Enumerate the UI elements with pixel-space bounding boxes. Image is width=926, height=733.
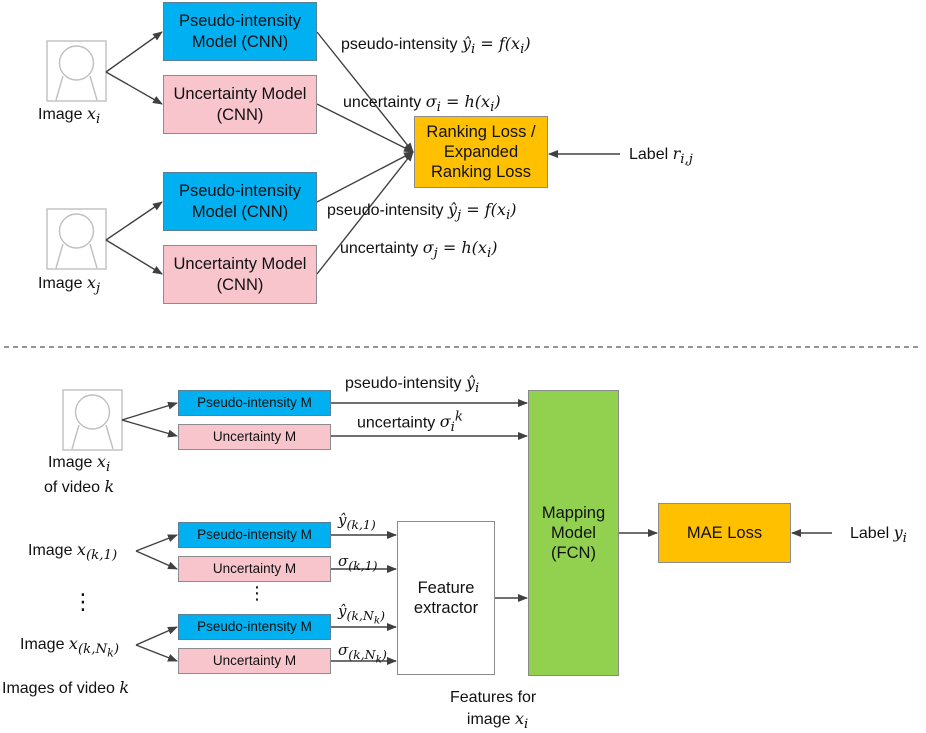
frame-last-label: Image x(k,Nk) [20, 634, 120, 660]
pseudo-intensity-j-text: pseudo-intensity ŷj = f(xi) [327, 200, 517, 224]
uncertainty-m-last: Uncertainty M [178, 648, 331, 674]
uncertainty-m-first: Uncertainty M [178, 556, 331, 582]
frames-vdots: ⋮ [72, 589, 94, 614]
uncertainty-model-j: Uncertainty Model (CNN) [163, 245, 317, 304]
image-j-label: Image xj [38, 273, 101, 297]
label-r-text: Label ri,j [629, 144, 693, 168]
pseudo-intensity-model-i: Pseudo-intensity Model (CNN) [163, 2, 317, 61]
features-caption: Features for image xi [450, 689, 537, 732]
person-icon-j [46, 208, 107, 270]
sigma-kn: σ(k,Nk) [338, 641, 387, 666]
sigma-k1: σ(k,1) [338, 552, 378, 573]
mapping-model-box: Mapping Model (FCN) [528, 390, 619, 676]
uncertainty-i-text: uncertainty σi = h(xi) [343, 92, 501, 116]
pseudo-intensity-model-j: Pseudo-intensity Model (CNN) [163, 172, 317, 231]
uncertainty-model-i: Uncertainty Model (CNN) [163, 75, 317, 134]
label-y-text: Label yi [850, 523, 907, 547]
pseudo-intensity-video-text: pseudo-intensity ŷi [345, 373, 480, 397]
images-of-video-caption: Images of video k [2, 678, 130, 697]
ranking-loss-box: Ranking Loss / Expanded Ranking Loss [414, 116, 548, 188]
image-i-label: Image xi [38, 104, 101, 128]
pseudo-intensity-i-text: pseudo-intensity ŷi = f(xi) [341, 34, 531, 58]
pseudo-intensity-m-first: Pseudo-intensity M [178, 522, 331, 548]
models-vdots: ⋮ [248, 583, 266, 603]
uncertainty-m-video: Uncertainty M [178, 424, 331, 450]
y-hat-kn: ŷ(k,Nk) [338, 602, 386, 627]
pseudo-intensity-m-video: Pseudo-intensity M [178, 390, 331, 416]
feature-extractor-box: Feature extractor [397, 521, 495, 675]
uncertainty-video-text: uncertainty σik [357, 410, 463, 436]
video-image-label: Image xi of video k [44, 452, 115, 496]
mae-loss-box: MAE Loss [658, 503, 791, 563]
pseudo-intensity-m-last: Pseudo-intensity M [178, 614, 331, 640]
person-icon-video [62, 389, 123, 451]
frame-first-label: Image x(k,1) [28, 540, 118, 564]
person-icon-i [46, 40, 107, 102]
y-hat-k1: ŷ(k,1) [338, 511, 376, 532]
uncertainty-j-text: uncertainty σj = h(xi) [340, 238, 498, 262]
